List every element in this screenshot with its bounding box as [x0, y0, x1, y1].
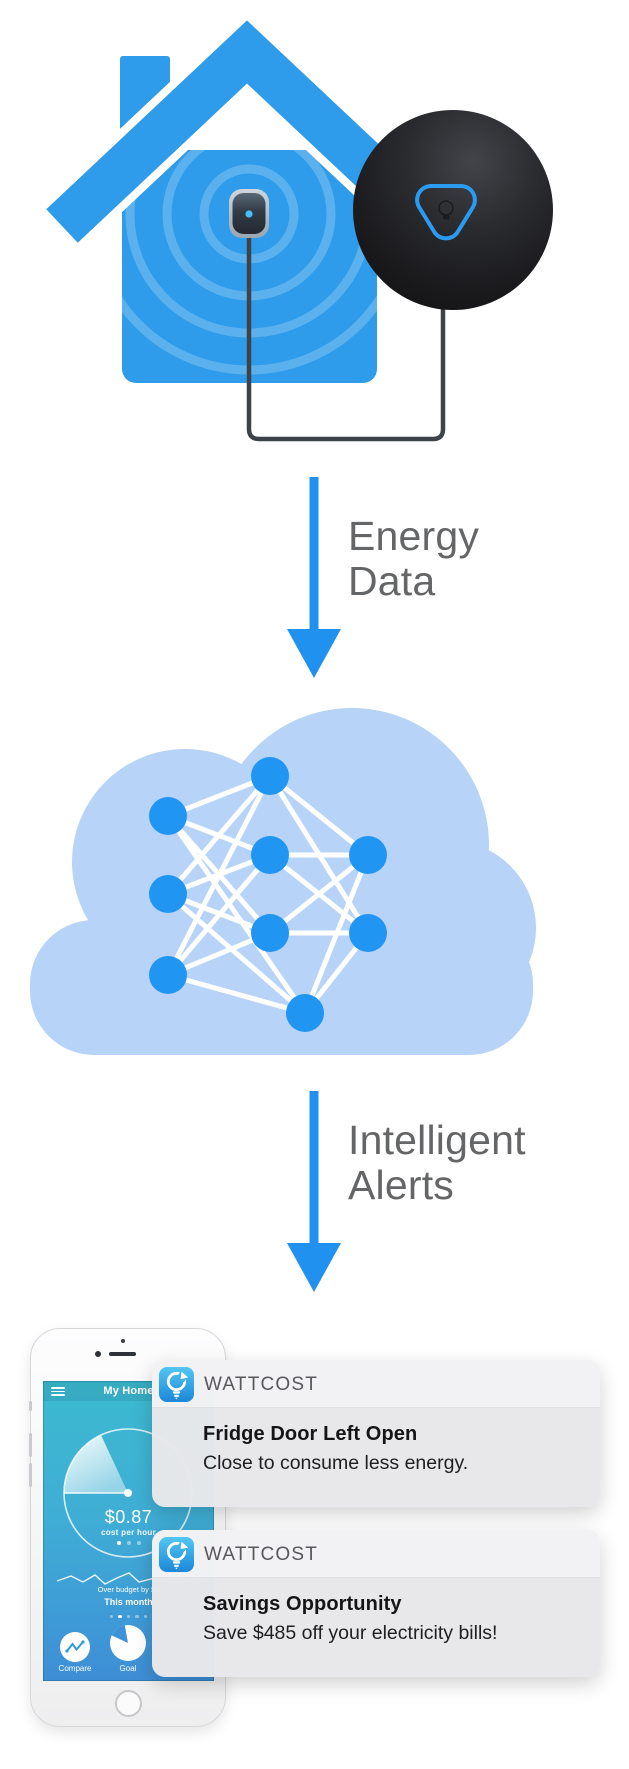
beacon-bulb-glyph	[438, 200, 454, 216]
earpiece-speaker	[109, 1352, 136, 1356]
compare-chart-icon[interactable]	[60, 1632, 90, 1662]
cloud-icon	[30, 708, 536, 1055]
beacon-triangle-logo	[415, 184, 477, 241]
cost-value: $0.87	[104, 1507, 153, 1527]
page-dot[interactable]	[110, 1615, 114, 1619]
intelligent-alerts-line2: Alerts	[348, 1162, 455, 1208]
page-dot[interactable]	[135, 1615, 139, 1619]
power-wire	[246, 229, 446, 442]
sensor-device	[229, 189, 269, 238]
period-label: This month	[104, 1597, 153, 1607]
energy-data-label: Energy Data	[348, 514, 479, 604]
energy-data-line1: Energy	[348, 513, 480, 559]
notification-banner-savings[interactable]: WATTCOST Savings Opportunity Save $485 o…	[152, 1530, 600, 1677]
notification-app-name: WATTCOST	[204, 1544, 319, 1565]
neural-network-icon	[149, 757, 387, 1032]
page-dot[interactable]	[136, 1541, 141, 1545]
tab-compare[interactable]: Compare	[58, 1664, 92, 1673]
page-dot[interactable]	[143, 1615, 147, 1619]
wattcost-bulb-icon	[159, 1367, 194, 1402]
down-arrow-alerts-icon	[287, 1091, 341, 1292]
cost-unit: cost per hour	[100, 1528, 157, 1537]
gauge-page-dots[interactable]	[43, 1541, 214, 1545]
beacon-device	[353, 110, 553, 310]
goal-pie-icon[interactable]	[110, 1625, 146, 1661]
notification-app-name: WATTCOST	[204, 1374, 319, 1395]
notification-message: Close to consume less energy.	[203, 1452, 469, 1474]
proximity-sensor-dot	[121, 1339, 125, 1343]
intelligent-alerts-label: Intelligent Alerts	[348, 1118, 526, 1208]
sensor-led	[245, 210, 253, 218]
page-dot[interactable]	[126, 1541, 131, 1545]
energy-data-line2: Data	[348, 558, 436, 604]
notification-header	[152, 1360, 600, 1408]
notification-message: Save $485 off your electricity bills!	[203, 1622, 498, 1644]
down-arrow-energy-icon	[287, 477, 341, 678]
volume-down-button[interactable]	[28, 1463, 32, 1487]
gauge-handle[interactable]	[124, 1489, 132, 1497]
page-dot[interactable]	[118, 1615, 122, 1619]
notification-banner-fridge[interactable]: WATTCOST Fridge Door Left Open Close to …	[152, 1360, 600, 1507]
notification-title: Fridge Door Left Open	[203, 1423, 418, 1445]
page-dot[interactable]	[116, 1541, 121, 1545]
notification-title: Savings Opportunity	[203, 1593, 402, 1615]
home-button[interactable]	[115, 1690, 142, 1717]
summary-page-dots[interactable]	[43, 1615, 214, 1619]
app-graphics	[56, 1428, 202, 1662]
intelligent-alerts-line1: Intelligent	[348, 1117, 526, 1163]
hamburger-menu-icon[interactable]	[51, 1387, 65, 1396]
volume-up-button[interactable]	[28, 1433, 32, 1457]
notification-header	[152, 1530, 600, 1578]
wattcost-bulb-icon	[159, 1537, 194, 1572]
tab-goal[interactable]: Goal	[119, 1664, 137, 1673]
mute-switch[interactable]	[28, 1401, 32, 1411]
front-camera	[95, 1351, 101, 1357]
network-nodes	[149, 757, 387, 1032]
app-title: My Home	[103, 1385, 154, 1397]
gauge-wedge	[64, 1435, 128, 1493]
budget-status: Over budget by $1	[97, 1585, 160, 1594]
page-dot[interactable]	[126, 1615, 131, 1619]
